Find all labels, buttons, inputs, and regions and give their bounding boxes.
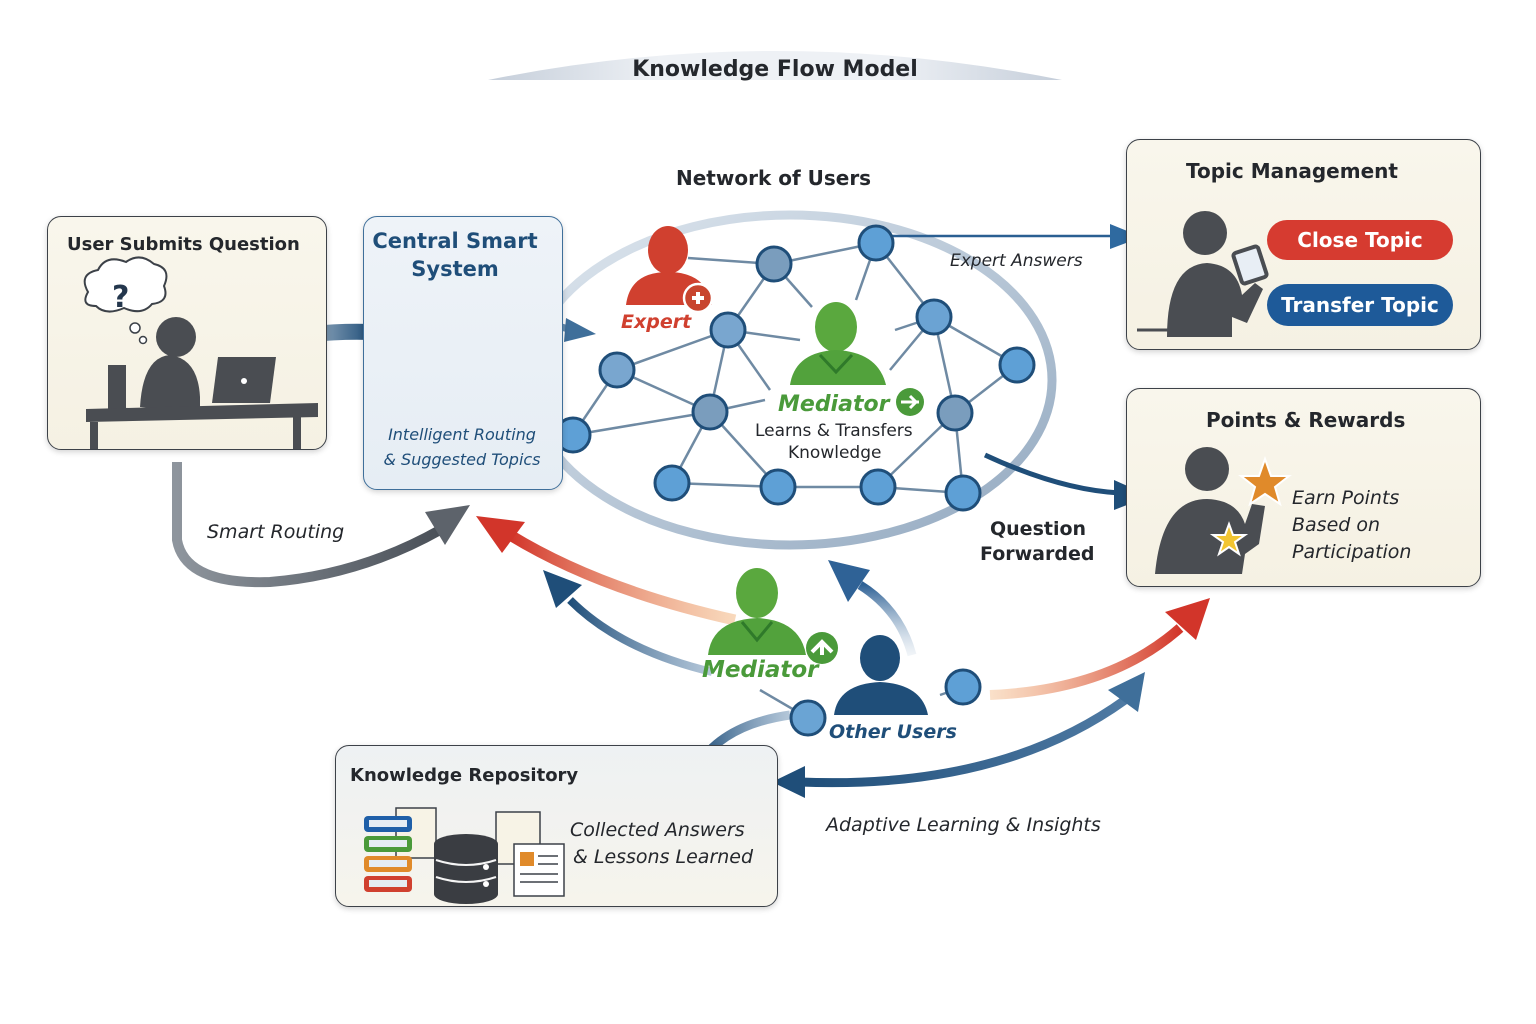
question-forwarded-line2: Forwarded <box>980 543 1095 565</box>
points-desc-line1: Earn Points <box>1292 487 1400 509</box>
smart-routing-label: Smart Routing <box>207 521 345 543</box>
network-node <box>598 351 636 389</box>
central-system-subtitle-line2: & Suggested Topics <box>383 450 541 469</box>
network-node <box>691 393 729 431</box>
adaptive-learning-label: Adaptive Learning & Insights <box>826 814 1101 836</box>
arrow-users-to-network <box>828 560 917 657</box>
arrow-users-to-rewards <box>989 598 1210 700</box>
repository-title: Knowledge Repository <box>350 765 579 786</box>
topic-management-title: Topic Management <box>1186 159 1398 183</box>
central-system-subtitle-line1: Intelligent Routing <box>388 425 536 444</box>
transfer-topic-label: Transfer Topic <box>1281 293 1439 317</box>
user-submits-question-box: User Submits Question ? <box>47 216 327 450</box>
arrow-mediator-to-system <box>476 516 737 626</box>
expert-icon <box>626 226 714 314</box>
network-node <box>936 394 974 432</box>
bottom-mediator-icon <box>708 568 838 664</box>
mediator-desc-line2: Knowledge <box>788 443 882 463</box>
question-mark-glyph: ? <box>112 280 129 315</box>
knowledge-repository-box: Knowledge Repository Collected Answers &… <box>335 745 778 907</box>
network-node <box>915 298 953 336</box>
expert-answers-label: Expert Answers <box>950 251 1083 271</box>
user-with-tablet-icon <box>1137 211 1269 337</box>
mediator-icon <box>790 302 924 416</box>
mediator-label: Mediator <box>778 392 890 417</box>
repository-database-icon <box>364 807 565 904</box>
network-node <box>709 311 747 349</box>
arrow-users-to-system-blue <box>543 570 713 676</box>
central-system-title-line1: Central Smart <box>372 229 538 253</box>
network-node <box>653 464 691 502</box>
expert-label: Expert <box>621 311 692 333</box>
network-node <box>857 224 895 262</box>
network-node <box>944 474 982 512</box>
other-users-label: Other Users <box>829 721 957 743</box>
repository-desc-line1: Collected Answers <box>570 819 745 841</box>
mediator-desc-line1: Learns & Transfers <box>755 421 913 441</box>
central-smart-system-box: Central Smart System Intelligent Routing… <box>363 216 563 490</box>
network-node <box>944 668 982 706</box>
arrow-adaptive-learning <box>772 672 1145 798</box>
points-desc-line2: Based on <box>1292 514 1381 536</box>
repository-desc-line2: & Lessons Learned <box>573 846 754 868</box>
transfer-topic-button[interactable]: Transfer Topic <box>1267 284 1453 326</box>
user-with-stars-icon <box>1155 447 1292 574</box>
arrow-smart-routing <box>172 462 470 588</box>
title-arc-decoration <box>488 51 1062 80</box>
network-node <box>789 699 827 737</box>
topic-management-box: Topic Management Close Topic Transfer To… <box>1126 139 1481 350</box>
network-node <box>859 468 897 506</box>
other-users-icon <box>834 635 928 715</box>
close-topic-label: Close Topic <box>1297 228 1423 252</box>
points-rewards-box: Points & Rewards Earn Points Based on Pa… <box>1126 388 1481 587</box>
diagram-title: Knowledge Flow Model <box>632 57 918 82</box>
points-desc-line3: Participation <box>1292 541 1412 563</box>
central-system-title-line2: System <box>411 257 499 281</box>
question-forwarded-line1: Question <box>990 518 1087 540</box>
network-node <box>998 346 1036 384</box>
network-node <box>759 468 797 506</box>
points-rewards-title: Points & Rewards <box>1206 408 1406 432</box>
network-node <box>755 245 793 283</box>
network-nodes <box>554 224 1036 737</box>
thinking-user-at-laptop-icon: ? <box>83 256 318 449</box>
close-topic-button[interactable]: Close Topic <box>1267 220 1453 260</box>
bottom-mediator-label: Mediator <box>702 657 819 683</box>
network-title: Network of Users <box>676 166 872 190</box>
user-box-title: User Submits Question <box>67 234 300 255</box>
